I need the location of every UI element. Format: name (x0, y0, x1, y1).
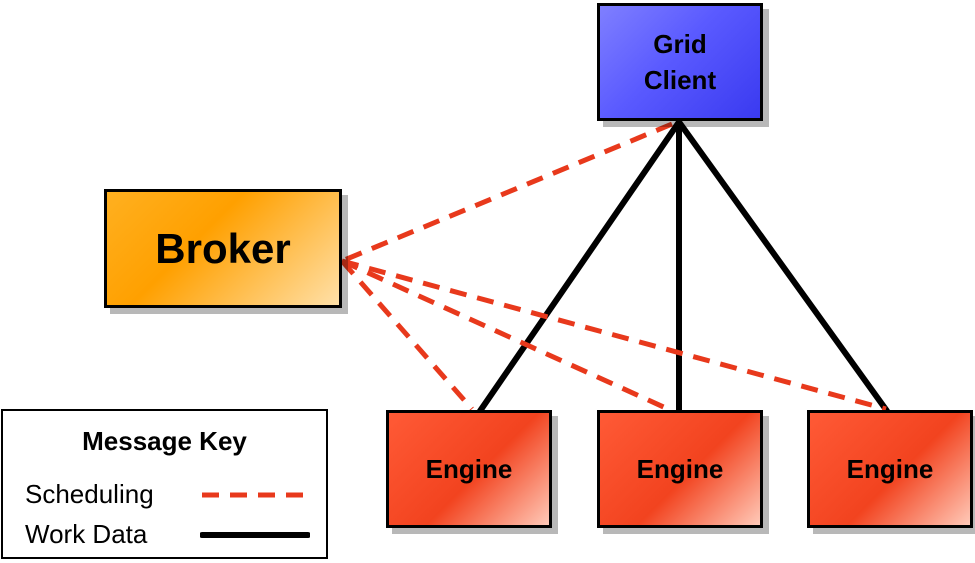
scheduling-line-client (341, 121, 673, 264)
engine-box-2: Engine (597, 410, 763, 528)
legend-scheduling-line (202, 492, 308, 498)
engine-label: Engine (846, 453, 934, 484)
scheduling-line-engine-3 (341, 258, 887, 412)
grid-client-label: Grid Client (643, 29, 717, 95)
engine-box-3: Engine (807, 410, 973, 528)
engine-box-1: Engine (386, 410, 552, 528)
legend-work-data-label: Work Data (25, 519, 148, 549)
broker-label: Broker (155, 224, 291, 272)
work-data-line-engine-1 (477, 119, 682, 414)
work-data-line-engine-3 (676, 119, 890, 414)
legend-title: Message Key (82, 426, 247, 456)
grid-client-box: Grid Client (597, 3, 763, 121)
legend-scheduling-label: Scheduling (25, 479, 154, 509)
message-key-legend: Message Key Scheduling Work Data (1, 409, 328, 559)
engine-label: Engine (425, 453, 513, 484)
engine-label: Engine (636, 453, 724, 484)
scheduling-line-engine-1 (340, 259, 474, 411)
broker-box: Broker (104, 189, 342, 308)
legend-work-data-line (200, 532, 310, 538)
scheduling-line-engine-2 (340, 258, 670, 412)
